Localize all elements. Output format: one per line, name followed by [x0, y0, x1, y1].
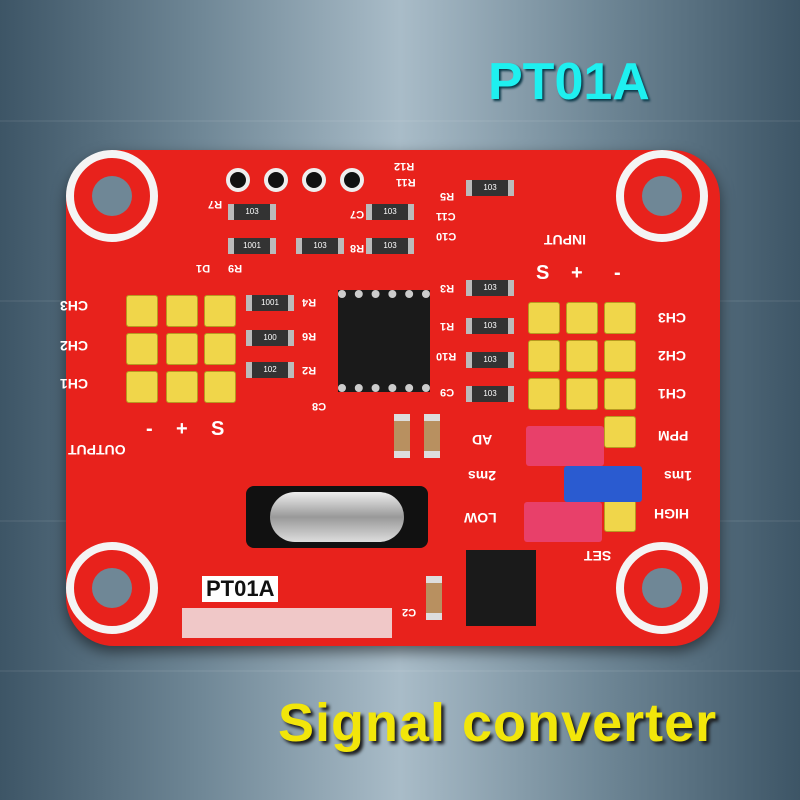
- designator-label: R10: [436, 350, 457, 362]
- jumper-red[interactable]: [526, 426, 604, 466]
- resistor: 103: [466, 280, 514, 296]
- mode-ad-label: AD: [472, 432, 493, 448]
- designator-label: R9: [228, 262, 243, 274]
- header-pin: [604, 378, 636, 410]
- header-pin: [166, 295, 198, 327]
- designator-label: C8: [312, 400, 327, 412]
- resistor: 103: [466, 318, 514, 334]
- header-pin: [204, 371, 236, 403]
- resistor: 103: [366, 204, 414, 220]
- output-ch2-label: CH2: [60, 338, 89, 354]
- input-label: INPUT: [544, 232, 586, 248]
- output-signal-label: S: [211, 418, 225, 440]
- designator-label: R11: [396, 176, 416, 188]
- header-hole: [340, 168, 364, 192]
- header-pin: [204, 295, 236, 327]
- mounting-hole: [616, 542, 708, 634]
- designator-label: C7: [350, 208, 365, 220]
- header-pin: [604, 340, 636, 372]
- header-pin: [604, 500, 636, 532]
- background-streak: [0, 670, 800, 672]
- resistor: 103: [466, 352, 514, 368]
- mounting-hole: [66, 150, 158, 242]
- designator-label: R1: [440, 320, 455, 332]
- output-minus-label: -: [146, 418, 153, 440]
- board-label: PT01A: [202, 576, 279, 602]
- product-subtitle: Signal converter: [278, 693, 718, 753]
- capacitor: [426, 576, 442, 620]
- label-area: [182, 608, 392, 638]
- designator-label: R8: [350, 242, 365, 254]
- input-signal-label: S: [536, 262, 550, 284]
- header-pin: [126, 333, 158, 365]
- designator-label: R2: [302, 364, 317, 376]
- header-pin: [604, 416, 636, 448]
- designator-label: C10: [436, 230, 457, 242]
- header-pin: [528, 340, 560, 372]
- header-pin: [566, 302, 598, 334]
- designator-label: R3: [440, 282, 455, 294]
- header-pin: [204, 333, 236, 365]
- input-ch2-label: CH2: [658, 348, 687, 364]
- crystal-oscillator: [270, 492, 404, 542]
- designator-label: C2: [402, 606, 417, 618]
- resistor: 103: [296, 238, 344, 254]
- header-pin: [604, 302, 636, 334]
- mode-low-label: LOW: [464, 510, 497, 526]
- resistor: 103: [466, 386, 514, 402]
- resistor: 1001: [246, 295, 294, 311]
- resistor: 103: [228, 204, 276, 220]
- voltage-regulator: [466, 550, 536, 626]
- header-pin: [166, 333, 198, 365]
- output-ch1-label: CH1: [60, 376, 89, 392]
- header-pin: [126, 371, 158, 403]
- main-chip: [338, 290, 430, 392]
- mode-2ms-label: 2ms: [468, 468, 497, 484]
- capacitor: [394, 414, 410, 458]
- mounting-hole: [66, 542, 158, 634]
- input-plus-label: +: [571, 262, 583, 284]
- mounting-hole: [616, 150, 708, 242]
- input-ch1-label: CH1: [658, 386, 687, 402]
- header-pin: [126, 295, 158, 327]
- output-plus-label: +: [176, 418, 188, 440]
- designator-label: R6: [302, 330, 317, 342]
- mode-1ms-label: 1ms: [664, 468, 693, 484]
- header-pin: [566, 340, 598, 372]
- set-label: SET: [584, 548, 612, 564]
- mode-ppm-label: PPM: [658, 428, 689, 444]
- header-pin: [566, 378, 598, 410]
- output-label: OUTPUT: [68, 442, 126, 458]
- header-hole: [302, 168, 326, 192]
- header-pin: [528, 302, 560, 334]
- resistor: 1001: [228, 238, 276, 254]
- designator-label: R7: [208, 198, 223, 210]
- resistor: 100: [246, 330, 294, 346]
- designator-label: R12: [394, 160, 415, 172]
- designator-label: C11: [436, 210, 456, 222]
- designator-label: D1: [196, 262, 211, 274]
- jumper-red[interactable]: [524, 502, 602, 542]
- resistor: 102: [246, 362, 294, 378]
- background-streak: [0, 120, 800, 122]
- resistor: 103: [466, 180, 514, 196]
- designator-label: R5: [440, 190, 455, 202]
- product-title: PT01A: [488, 53, 650, 111]
- crystal-socket: [246, 486, 428, 548]
- capacitor: [424, 414, 440, 458]
- designator-label: C9: [440, 386, 455, 398]
- header-hole: [264, 168, 288, 192]
- header-pin: [166, 371, 198, 403]
- header-hole: [226, 168, 250, 192]
- pcb-board: CH3 CH2 CH1 OUTPUT - + S INPUT S + - CH3…: [60, 150, 720, 646]
- mode-high-label: HIGH: [654, 506, 689, 522]
- output-ch3-label: CH3: [60, 298, 89, 314]
- designator-label: R4: [302, 296, 317, 308]
- header-pin: [528, 378, 560, 410]
- input-ch3-label: CH3: [658, 310, 687, 326]
- resistor: 103: [366, 238, 414, 254]
- jumper-blue[interactable]: [564, 466, 642, 502]
- input-minus-label: -: [614, 262, 621, 284]
